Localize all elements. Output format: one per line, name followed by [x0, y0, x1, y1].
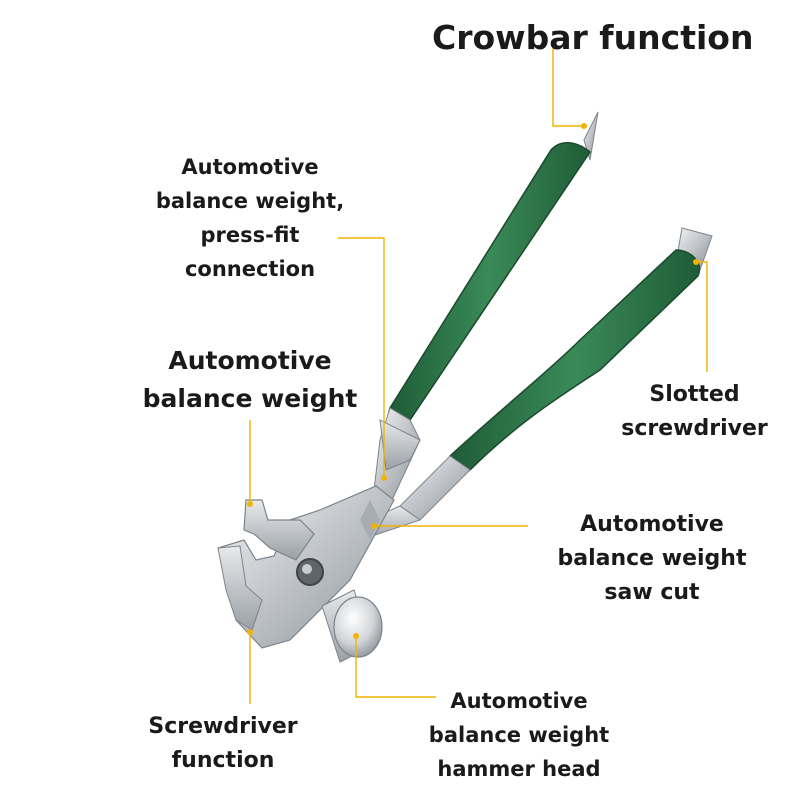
callout-line-press-fit — [338, 237, 385, 478]
label-line: Automotive — [580, 512, 724, 537]
label-saw-cut: Automotive balance weight saw cut — [534, 508, 770, 610]
label-crowbar-function: Crowbar function — [432, 18, 754, 57]
label-line: Automotive — [450, 689, 588, 713]
callout-line-crowbar — [552, 48, 584, 127]
label-hammer-head: Automotive balance weight hammer head — [412, 684, 626, 786]
right-handle — [349, 227, 713, 541]
label-line: Automotive — [181, 155, 319, 179]
label-line: Automotive — [168, 346, 332, 375]
label-line: Screwdriver — [148, 714, 298, 739]
callout-lines — [249, 48, 708, 704]
label-balance-weight: Automotive balance weight — [130, 342, 370, 418]
label-line: balance weight, — [155, 189, 345, 213]
callout-line-slotted — [696, 261, 708, 372]
label-line: function — [171, 748, 275, 773]
label-screwdriver-function: Screwdriver function — [128, 710, 318, 778]
label-line: Slotted — [649, 382, 740, 407]
label-line: balance weight — [557, 546, 747, 571]
label-line: screwdriver — [621, 416, 768, 441]
label-line: balance weight — [428, 723, 610, 747]
label-line: press-fit — [200, 223, 300, 247]
label-line: Crowbar function — [432, 18, 754, 57]
label-line: balance weight — [142, 384, 358, 413]
label-line: saw cut — [604, 580, 700, 605]
tool-head — [217, 485, 395, 649]
label-line: hammer head — [437, 757, 601, 781]
label-slotted-screwdriver: Slotted screwdriver — [612, 378, 777, 446]
label-line: connection — [184, 257, 316, 281]
hammer-head — [321, 589, 383, 663]
callout-line-hammer — [355, 636, 436, 698]
label-press-fit-connection: Automotive balance weight, press-fit con… — [140, 150, 360, 286]
callout-dots — [247, 123, 699, 639]
